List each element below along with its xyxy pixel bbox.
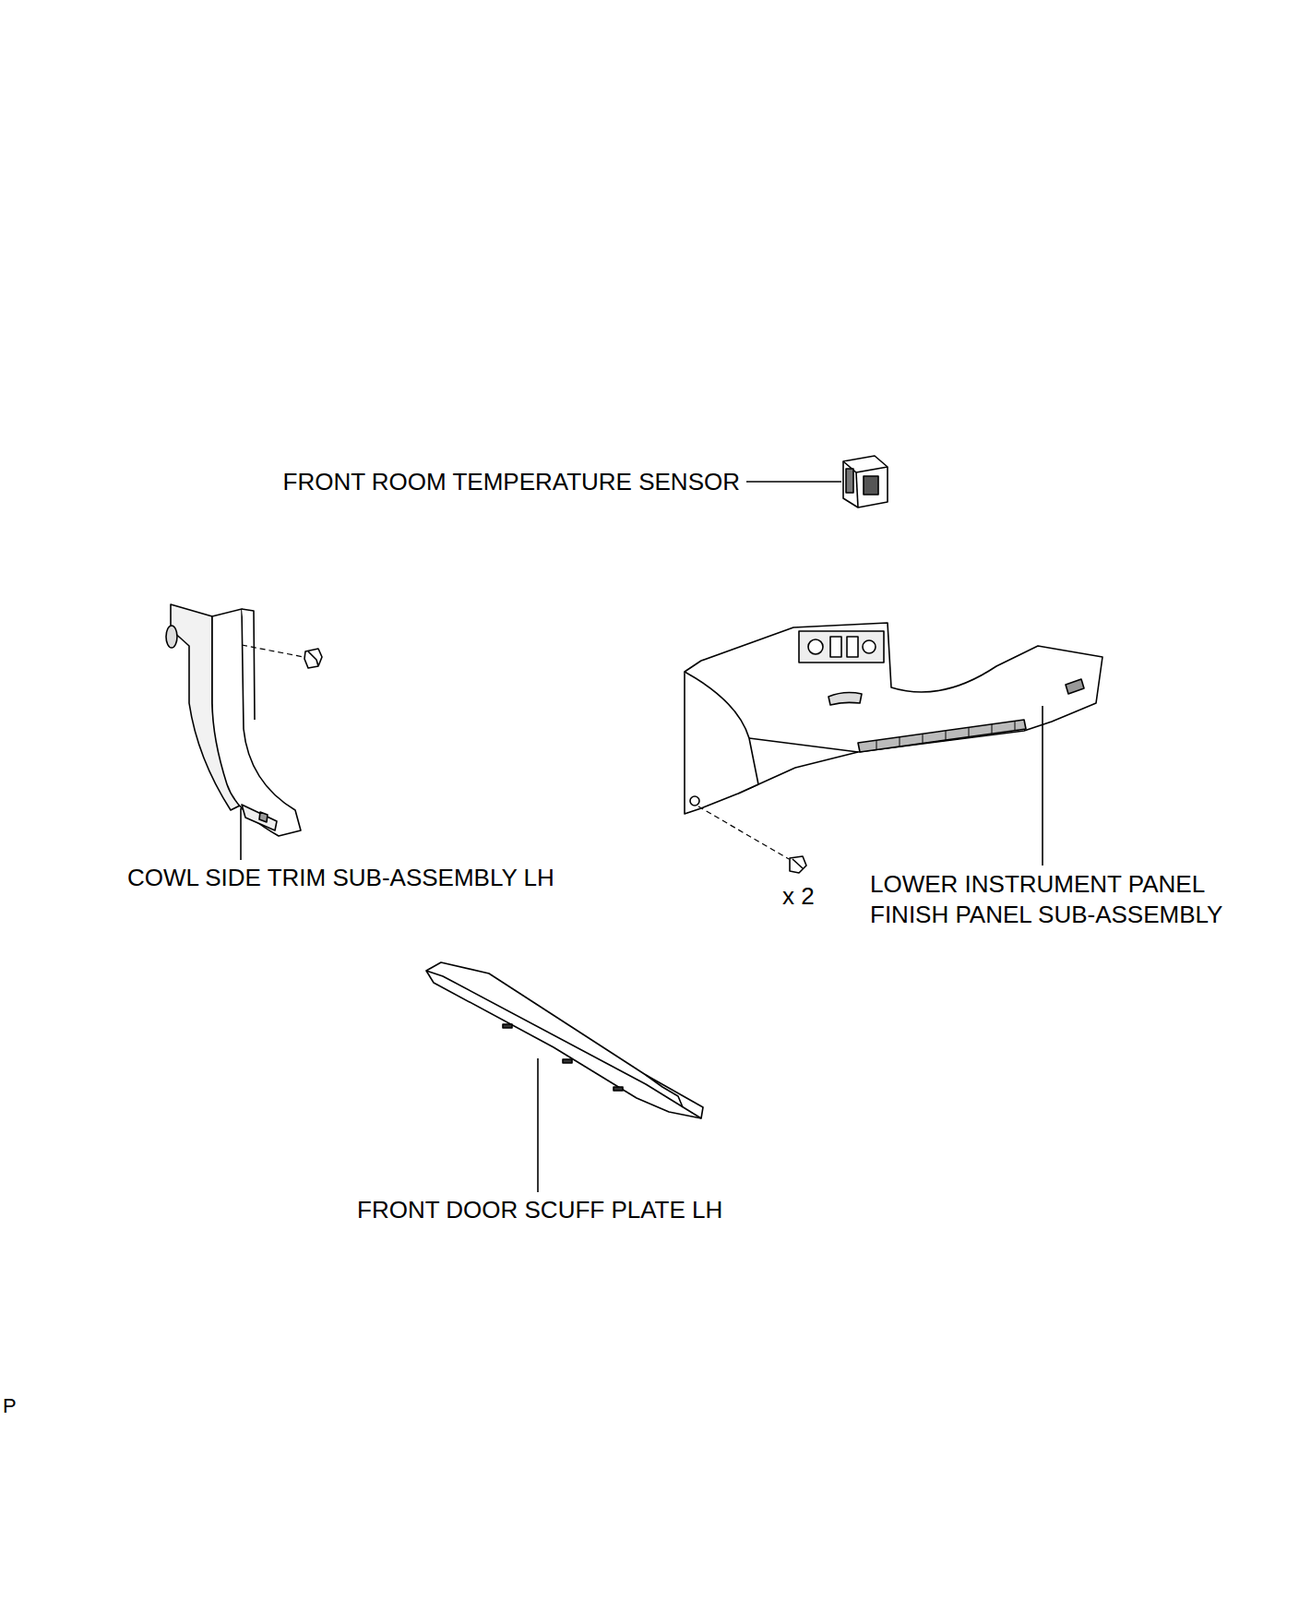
leader-lines [240,481,1043,1192]
part-name: x 2 [782,881,815,911]
bolt-part [789,856,807,873]
sensor-part [843,455,888,508]
part-name: FRONT ROOM TEMPERATURE SENSOR [283,466,741,497]
clip-part [304,648,322,668]
part-name: LOWER INSTRUMENT PANEL FINISH PANEL SUB-… [869,869,1258,930]
cowl-side-trim [166,604,301,836]
part-name: FRONT DOOR SCUFF PLATE LH [357,1194,723,1225]
lower-finish-panel [684,622,1103,814]
scuff-plate [426,962,704,1119]
part-name: COWL SIDE TRIM SUB-ASSEMBLY LH [127,862,555,893]
part-name: P [2,1391,17,1421]
